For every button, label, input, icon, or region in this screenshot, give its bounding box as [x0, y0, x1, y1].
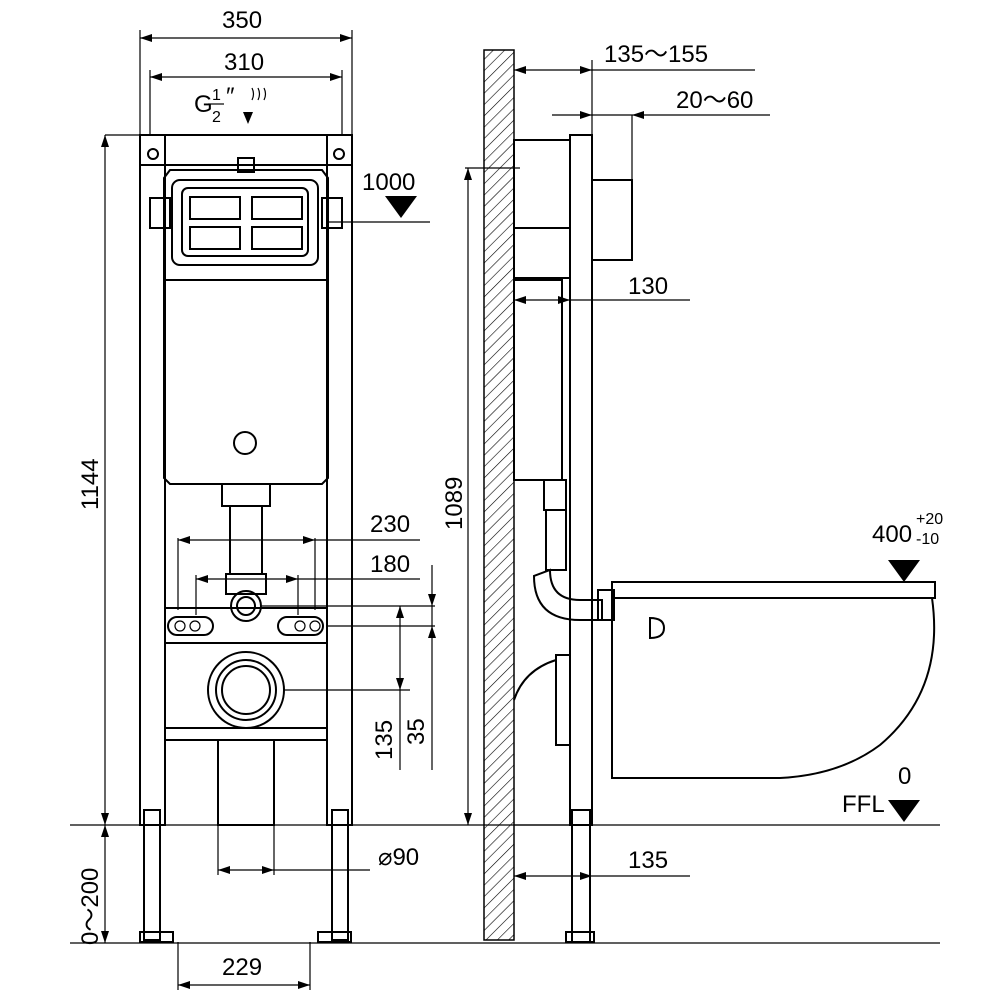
floor-ffl: FFL [842, 791, 885, 818]
cistern [149, 157, 343, 485]
recycle-icon [233, 431, 257, 455]
pipe-g: G [194, 91, 213, 118]
dim-1144: 1144 [77, 458, 104, 510]
dim-130: 130 [628, 273, 668, 300]
dim-400-minus: -10 [916, 531, 939, 548]
dim-230: 230 [370, 511, 410, 538]
outlet-ring [207, 651, 285, 875]
pipe-unit: ″ [226, 83, 235, 110]
water-icon [251, 87, 267, 101]
toilet-bowl [597, 581, 936, 779]
pipe-den: 2 [212, 109, 221, 126]
dim-229: 229 [222, 954, 262, 981]
wall [483, 49, 515, 941]
dim-1089: 1089 [441, 477, 468, 530]
dim-35: 35 [403, 718, 430, 745]
side-dimensions [464, 60, 920, 880]
dim-20-60: 20～60 [676, 87, 753, 114]
dim-135-front: 135 [371, 720, 398, 760]
side-frame [513, 134, 633, 943]
dim-0-200: 0～200 [77, 868, 104, 945]
dim-400-plus: +20 [916, 511, 943, 528]
dim-180: 180 [370, 551, 410, 578]
flush-plate [591, 179, 633, 261]
front-dimensions [101, 30, 436, 990]
dim-310: 310 [224, 49, 264, 76]
pipe-num: 1 [212, 87, 221, 104]
dim-1000: 1000 [362, 169, 415, 196]
dim-dia-90: ⌀90 [378, 844, 419, 871]
dim-400: 400 [872, 521, 912, 548]
floor-zero: 0 [898, 763, 911, 790]
flush-pipe [221, 483, 271, 622]
dim-350: 350 [222, 7, 262, 34]
dim-135-155: 135～155 [604, 41, 708, 68]
front-frame [139, 134, 353, 943]
dim-135-side: 135 [628, 847, 668, 874]
